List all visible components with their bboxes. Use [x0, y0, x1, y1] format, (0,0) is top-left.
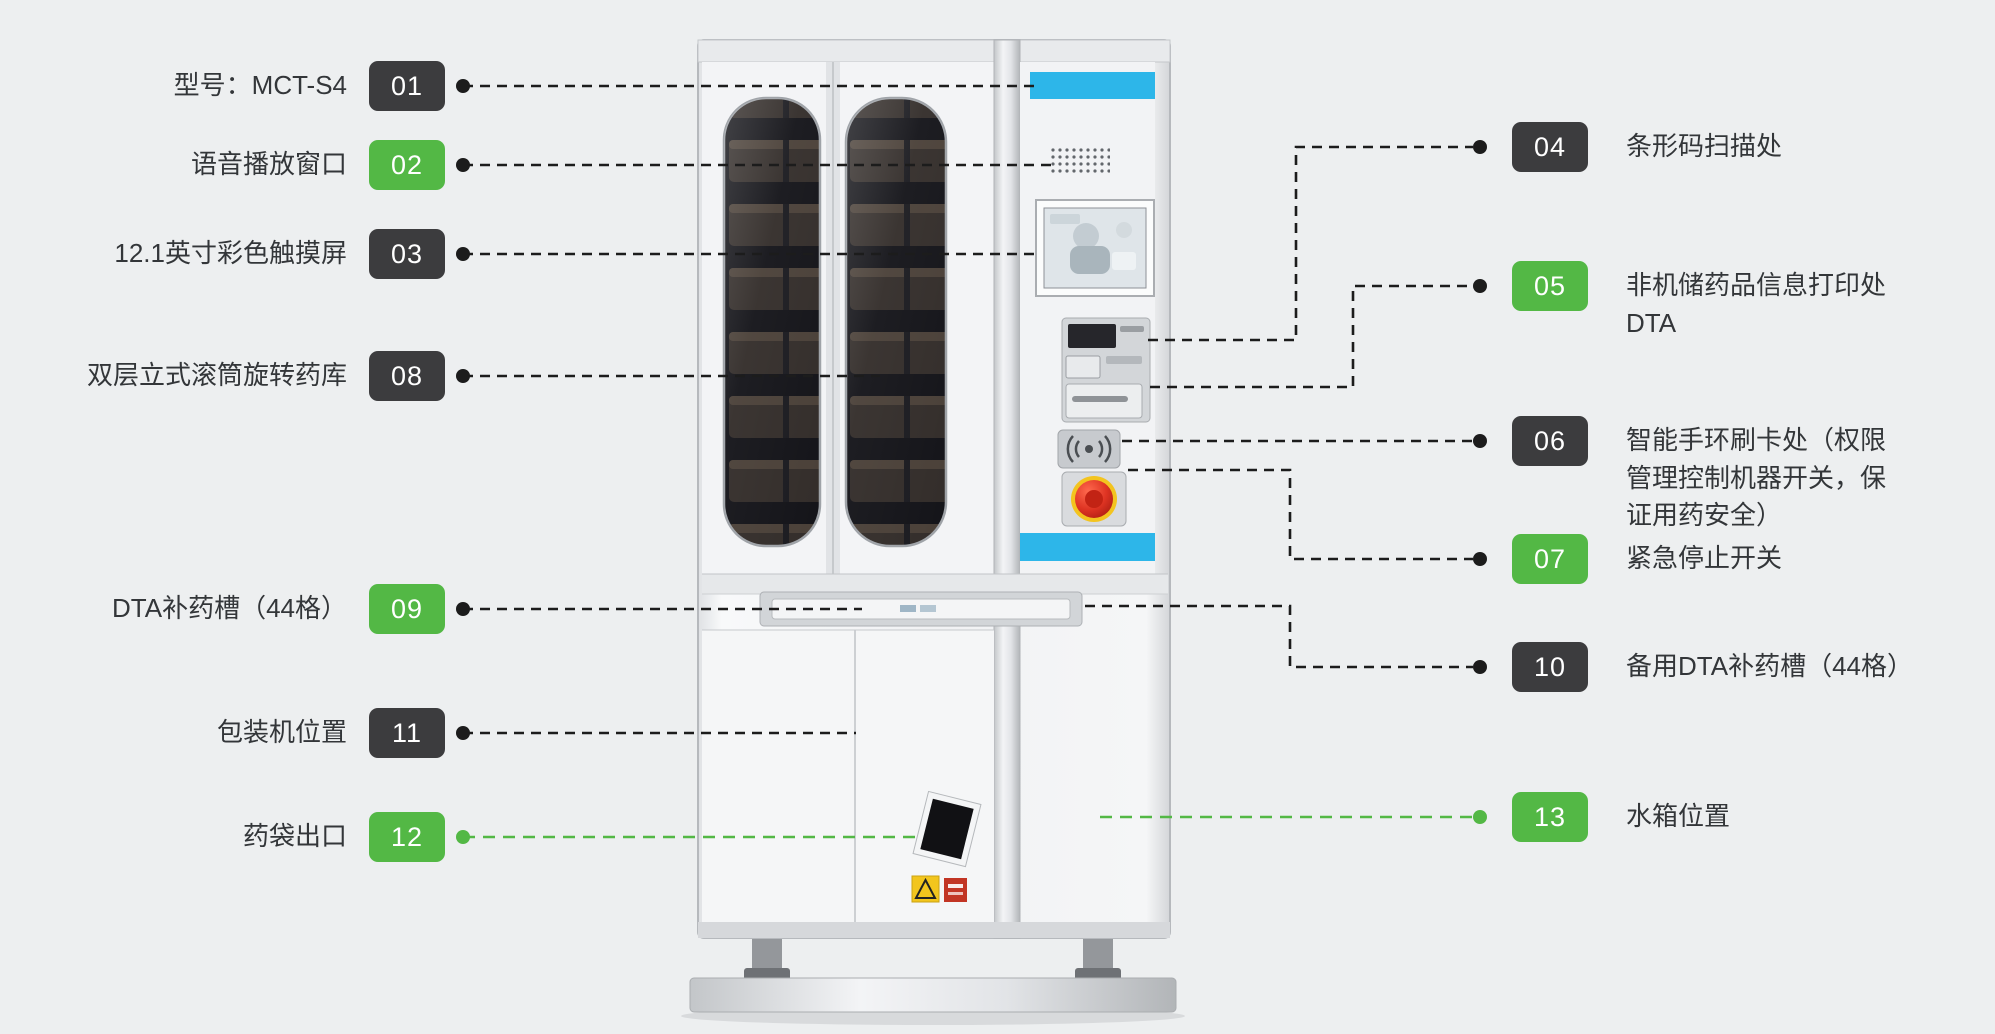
callout-13-badge: 13 — [1512, 792, 1588, 842]
callout-01: 型号：MCT-S4 01 — [40, 61, 445, 111]
callout-13-label: 水箱位置 — [1626, 801, 1731, 832]
leader-dots-green — [456, 810, 1487, 844]
callout-12-badge: 12 — [369, 812, 445, 862]
cabinet-top-cap — [697, 39, 1171, 63]
callout-03-label: 12.1英寸彩色触摸屏 — [114, 238, 347, 269]
callout-04: 04 条形码扫描处 — [1512, 122, 1782, 172]
callout-08-label: 双层立式滚筒旋转药库 — [86, 360, 347, 391]
callout-05: 05 非机储药品信息打印处 DTA — [1512, 261, 1886, 342]
middle-band — [702, 574, 1168, 594]
leader-04 — [1148, 145, 1473, 342]
cabinet-bottom-strip — [698, 922, 1170, 938]
callout-09: DTA补药槽（44格） 09 — [40, 584, 445, 634]
callout-08: 双层立式滚筒旋转药库 08 — [40, 351, 445, 401]
cyan-strip-bottom — [1020, 533, 1155, 561]
leader-lines-dark — [463, 84, 1473, 735]
cyan-strip-top — [1030, 72, 1155, 99]
callout-03-badge: 03 — [369, 229, 445, 279]
leader-05 — [1150, 284, 1473, 389]
callout-06-badge: 06 — [1512, 416, 1588, 466]
emergency-stop-button — [1061, 471, 1127, 527]
callout-10-badge: 10 — [1512, 642, 1588, 692]
callout-03: 12.1英寸彩色触摸屏 03 — [40, 229, 445, 279]
callout-11-label: 包装机位置 — [216, 717, 347, 748]
callout-13: 13 水箱位置 — [1512, 792, 1730, 842]
dta-refill-tray — [759, 591, 1083, 627]
callout-04-badge: 04 — [1512, 122, 1588, 172]
callout-04-label: 条形码扫描处 — [1626, 131, 1783, 162]
callout-01-label: 型号：MCT-S4 — [173, 70, 347, 101]
touchscreen — [1035, 199, 1155, 297]
callout-09-badge: 09 — [369, 584, 445, 634]
leader-lines-green — [463, 815, 1473, 839]
speaker-grille — [1050, 148, 1110, 173]
callout-02-label: 语音播放窗口 — [190, 149, 347, 180]
callout-02: 语音播放窗口 02 — [40, 140, 445, 190]
warning-labels — [911, 875, 967, 903]
vertical-rail — [993, 39, 1021, 939]
callout-01-badge: 01 — [369, 61, 445, 111]
callout-02-badge: 02 — [369, 140, 445, 190]
wristband-reader — [1057, 429, 1121, 469]
callout-12: 药袋出口 12 — [40, 812, 445, 862]
bag-exit-window — [912, 790, 982, 868]
callout-12-label: 药袋出口 — [242, 821, 347, 852]
leader-dots-dark — [456, 79, 1487, 740]
callout-09-label: DTA补药槽（44格） — [112, 593, 347, 624]
callout-06-label: 智能手环刷卡处（权限管理控制机器开关，保证用药安全） — [1626, 425, 1887, 531]
leader-07 — [1128, 468, 1473, 561]
callout-10: 10 备用DTA补药槽（44格） — [1512, 642, 1913, 692]
printer-module — [1061, 317, 1151, 423]
callout-07-badge: 07 — [1512, 534, 1588, 584]
machine-base-platform — [689, 977, 1177, 1013]
callout-06: 06 智能手环刷卡处（权限管理控制机器开关，保证用药安全） — [1512, 416, 1898, 535]
drum-window-left-glass — [724, 98, 820, 546]
callout-11-badge: 11 — [369, 708, 445, 758]
callout-11: 包装机位置 11 — [40, 708, 445, 758]
callout-05-label: 非机储药品信息打印处 DTA — [1626, 270, 1887, 338]
callout-08-badge: 08 — [369, 351, 445, 401]
callout-07: 07 紧急停止开关 — [1512, 534, 1782, 584]
leader-10 — [1085, 604, 1473, 669]
callout-10-label: 备用DTA补药槽（44格） — [1626, 651, 1913, 682]
callout-07-label: 紧急停止开关 — [1626, 543, 1783, 574]
drum-window-right-glass — [846, 98, 946, 546]
callout-05-badge: 05 — [1512, 261, 1588, 311]
